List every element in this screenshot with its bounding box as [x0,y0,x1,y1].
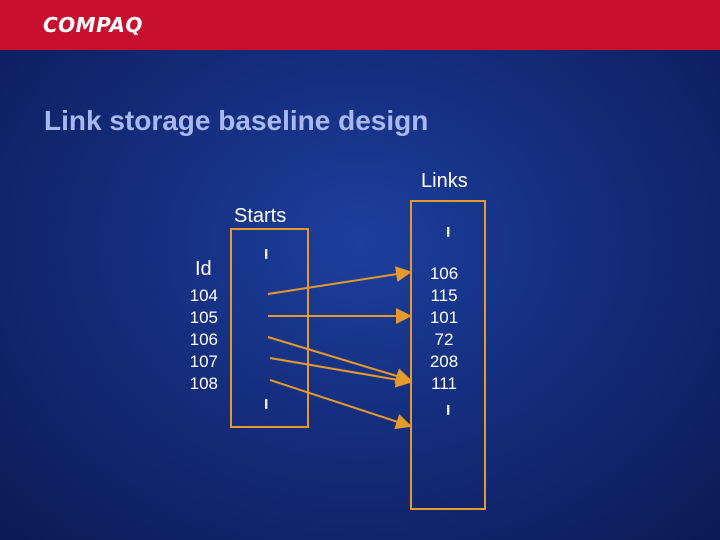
link-value: 111 [431,374,457,393]
starts-top-ellipsis: .... [261,248,278,258]
id-value: 104 [189,286,218,305]
link-value: 101 [429,308,459,327]
links-bottom-ellipsis: .... [443,404,460,414]
link-value: 106 [429,264,459,283]
links-label: Links [421,170,468,192]
starts-bottom-ellipsis: .... [261,398,278,408]
starts-label: Starts [234,205,287,227]
links-column: 106 115 101 72 208 111 [415,263,473,395]
link-value: 115 [430,286,458,305]
id-value: 106 [189,330,218,349]
links-box [410,200,486,510]
links-top-ellipsis: .... [443,226,460,236]
id-value: 105 [189,308,218,327]
link-value: 208 [429,352,459,371]
arrow-107 [269,357,412,388]
header-bar: COMPAQ [0,0,720,50]
compaq-logo: COMPAQ [43,13,143,37]
id-label: Id [195,258,212,280]
id-column: 104 105 106 107 108 [170,285,218,395]
id-value: 107 [189,352,218,371]
arrow-108 [269,379,412,430]
arrow-104 [267,266,412,295]
id-value: 108 [189,374,218,393]
starts-box [230,228,309,428]
link-value: 72 [434,330,454,349]
arrow-106 [267,336,412,384]
slide-title: Link storage baseline design [44,105,429,136]
